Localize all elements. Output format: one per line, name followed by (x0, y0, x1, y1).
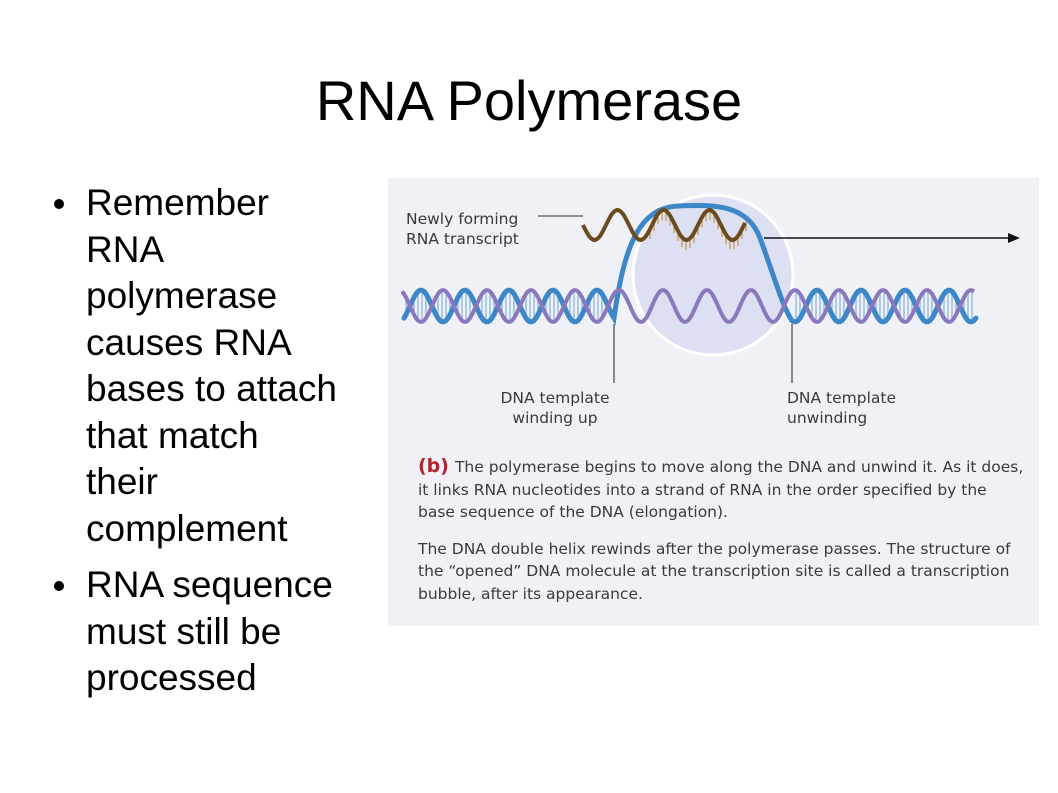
figure-caption: (b)The polymerase begins to move along t… (418, 455, 1028, 619)
arrow-head-icon (1008, 233, 1020, 243)
dna-template-strand (401, 202, 979, 326)
rna-transcript-label: Newly forming RNA transcript (406, 210, 519, 248)
transcription-bubble-diagram (400, 193, 1020, 383)
caption-paragraph-1: (b)The polymerase begins to move along t… (418, 455, 1024, 521)
dna-coding-strand-right (788, 288, 976, 324)
bullet-dot-icon (54, 199, 64, 209)
unwinding-label: DNA template unwinding (787, 389, 897, 427)
slide-title: RNA Polymerase (315, 69, 743, 132)
caption-paragraph-2: The DNA double helix rewinds after the p… (418, 539, 1011, 603)
bullet-item: Remember RNA polymerase causes RNA bases… (40, 180, 340, 552)
transcription-bubble (631, 193, 795, 357)
bullet-item: RNA sequence must still be processed (40, 562, 340, 702)
bullet-dot-icon (54, 581, 64, 591)
bullet-list: Remember RNA polymerase causes RNA bases… (40, 180, 340, 712)
dna-coding-strand-left (400, 288, 618, 324)
rna-transcript-strand (581, 207, 747, 243)
bullet-text: RNA sequence must still be processed (86, 564, 333, 698)
dna-coding-strand-opened (612, 288, 794, 324)
caption-letter: (b) (418, 455, 449, 477)
winding-up-label: DNA template winding up (500, 389, 610, 427)
bullet-text: Remember RNA polymerase causes RNA bases… (86, 182, 337, 549)
transcription-figure: Newly forming RNA transcript DNA templat… (388, 178, 1039, 626)
